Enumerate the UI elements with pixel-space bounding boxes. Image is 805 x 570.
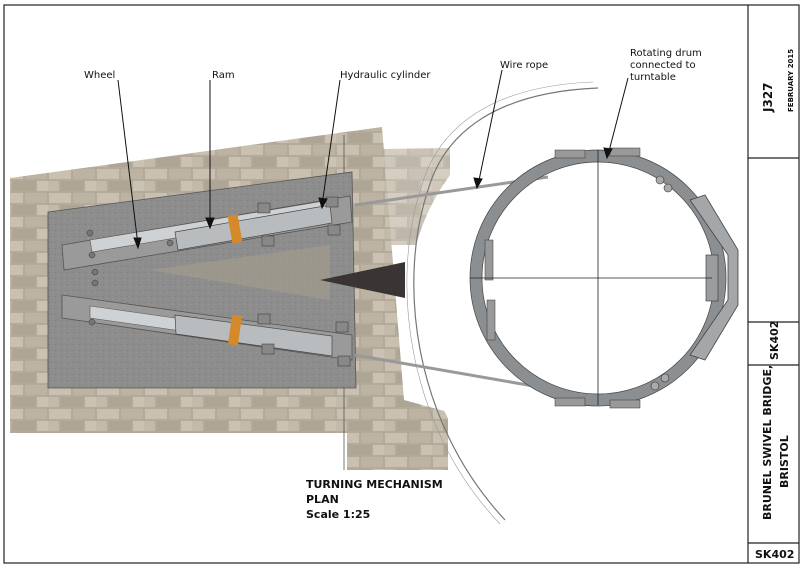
title-block: J327 FEBRUARY 2015 SK402 BRUNEL SWIVEL B… bbox=[748, 49, 799, 561]
wire-rope-lower bbox=[354, 353, 546, 390]
wire-rope-leader bbox=[477, 69, 503, 186]
drawing-date: FEBRUARY 2015 bbox=[787, 49, 795, 112]
hydraulic-cylinder-upper bbox=[174, 204, 333, 251]
rotating-drum-label-1: Rotating drum bbox=[630, 48, 702, 59]
bridge-nose-wedge bbox=[320, 262, 405, 298]
drawing-scale: Scale 1:25 bbox=[306, 508, 370, 521]
hydraulic-cylinder-lower bbox=[174, 314, 333, 357]
lower-ram-assembly bbox=[61, 268, 353, 367]
wheel-leader bbox=[117, 79, 139, 246]
drawing-subtitle: PLAN bbox=[306, 493, 339, 506]
deck-edge-arc bbox=[413, 87, 599, 521]
job-number: J327 bbox=[761, 82, 775, 113]
upper-ram-assembly bbox=[61, 195, 353, 271]
rotating-drum bbox=[469, 147, 739, 409]
turntable-deck bbox=[406, 81, 599, 525]
sheet-reference: SK402 bbox=[768, 321, 781, 360]
rotating-drum-label-2: connected to bbox=[630, 60, 696, 71]
cylinder-leader bbox=[321, 79, 341, 206]
leader-lines bbox=[117, 69, 629, 250]
wire-rope-label: Wire rope bbox=[500, 60, 548, 71]
sheet-reference-bottom: SK402 bbox=[755, 548, 794, 561]
hydraulic-cylinder-label: Hydraulic cylinder bbox=[340, 70, 431, 81]
drawing-title: TURNING MECHANISM bbox=[306, 478, 443, 491]
drum-leader bbox=[607, 77, 629, 156]
project-name-line-1: BRUNEL SWIVEL BRIDGE, bbox=[761, 365, 774, 520]
rotating-drum-label-3: turntable bbox=[630, 72, 676, 83]
wheel-label: Wheel bbox=[84, 70, 115, 81]
ram-label: Ram bbox=[212, 70, 235, 81]
sheet-border bbox=[3, 4, 800, 564]
drum-bracket bbox=[689, 194, 739, 361]
project-name-line-2: BRISTOL bbox=[778, 435, 791, 488]
